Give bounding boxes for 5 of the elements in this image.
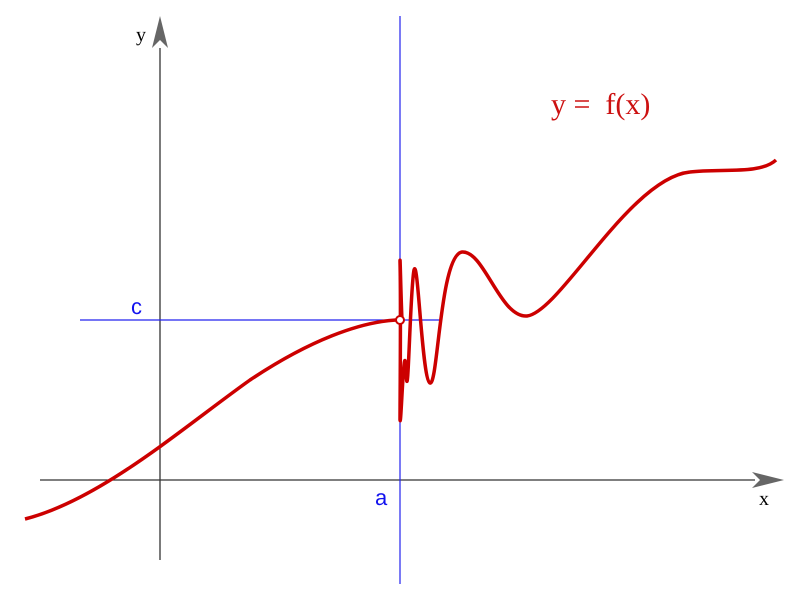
value-label: a [375,485,388,511]
axis-label: x [759,488,769,511]
function-label: y = f(x) [551,88,650,122]
value-label: c [131,294,142,320]
axis-label: y [136,24,146,47]
